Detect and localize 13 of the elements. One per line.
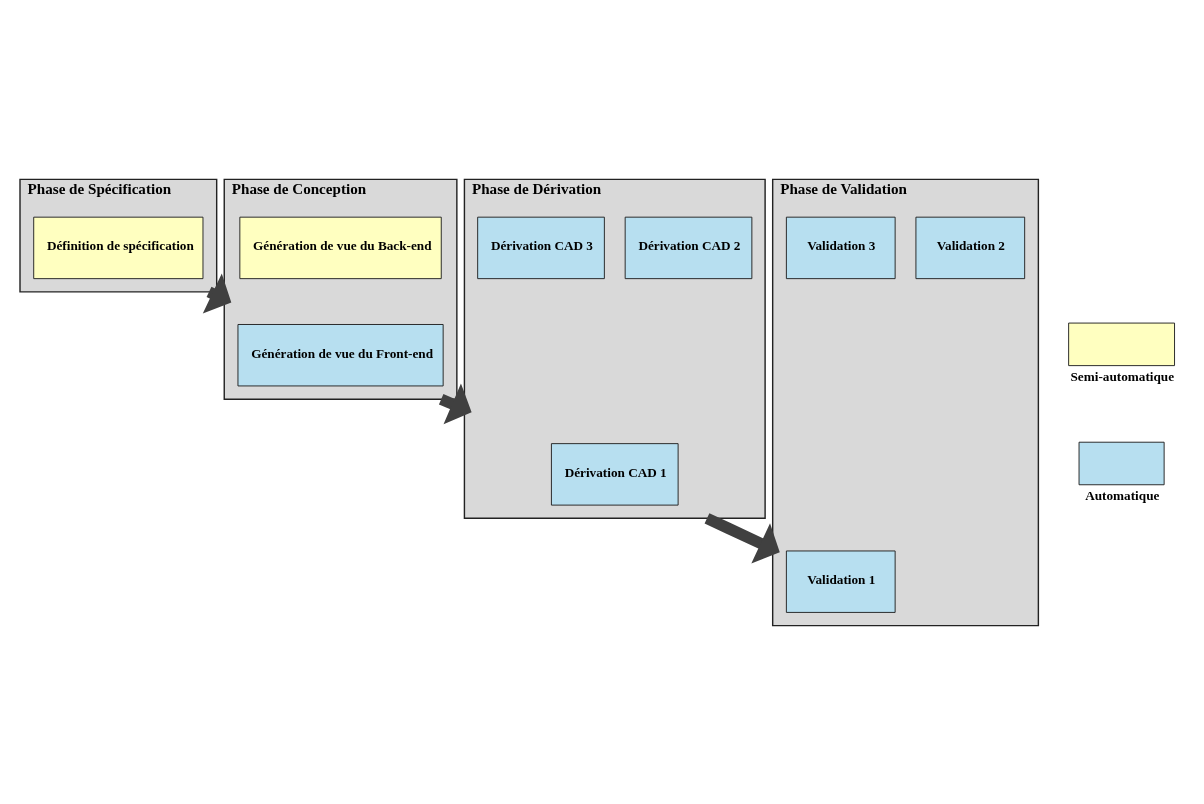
node-box: Validation 2 [915, 216, 1026, 279]
node-box: Dérivation CAD 1 [550, 442, 679, 506]
node-box: Dérivation CAD 2 [624, 216, 753, 279]
node-box: Validation 3 [785, 216, 896, 279]
legend-label: Semi-automatique [1070, 368, 1175, 384]
node-box: Validation 1 [785, 549, 896, 613]
legend-label: Automatique [1085, 487, 1160, 503]
arrow [202, 272, 232, 313]
node-box: Génération de vue du Front-end [237, 323, 444, 386]
arrow [704, 512, 780, 563]
node-box: Génération de vue du Back-end [239, 216, 442, 279]
node-box: Définition de spécification [33, 216, 204, 279]
node-box: Dérivation CAD 3 [477, 216, 605, 279]
